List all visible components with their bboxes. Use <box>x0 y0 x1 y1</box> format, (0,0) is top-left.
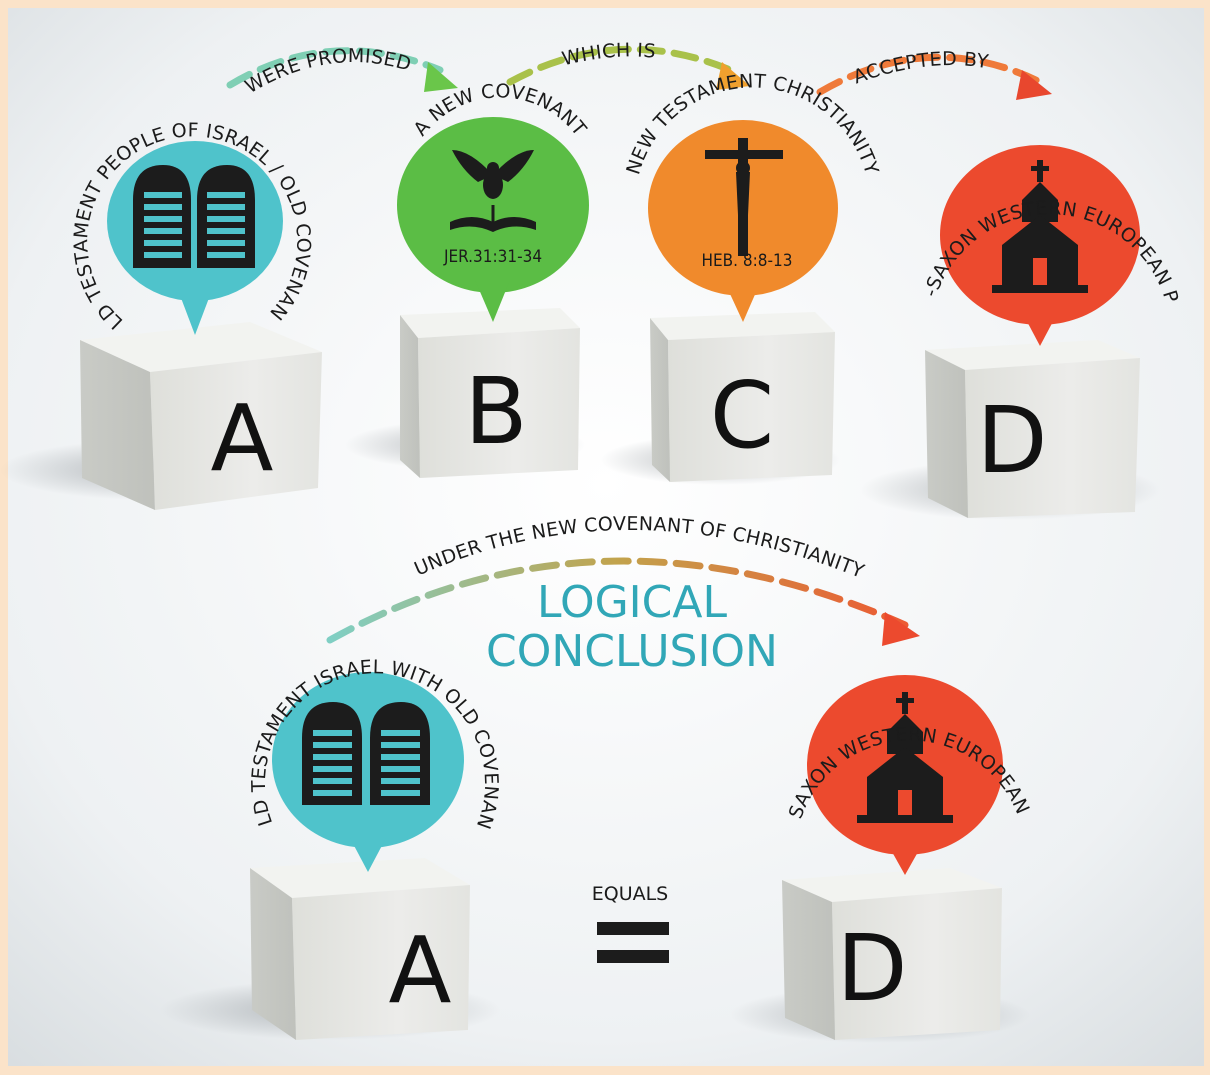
block-a-bottom: A <box>250 858 470 1040</box>
conclusion-title-line2: CONCLUSION <box>486 626 778 677</box>
connector-ab <box>226 47 444 89</box>
arrowhead <box>424 62 458 92</box>
equals-label: EQUALS <box>592 883 669 905</box>
stone-tablets-icon <box>133 165 255 268</box>
equals-sign-icon <box>597 922 669 963</box>
block-c-letter: C <box>710 362 774 469</box>
connector-arrows <box>226 45 1044 96</box>
conclusion-title-line1: LOGICAL <box>537 577 727 628</box>
conclusion-arc <box>326 557 909 644</box>
ref-b: JER.31:31-34 <box>443 247 542 267</box>
stone-tablets-icon <box>302 702 430 805</box>
ref-c: HEB. 8:8-13 <box>702 251 793 271</box>
block-a-bottom-letter: A <box>389 917 452 1024</box>
church-icon <box>992 160 1088 293</box>
block-b-top: B <box>400 308 580 478</box>
block-a-top: A <box>80 322 322 510</box>
block-d-bottom-letter: D <box>837 915 908 1022</box>
arrowhead <box>716 62 750 90</box>
block-d-bottom: D <box>782 868 1002 1040</box>
block-b-letter: B <box>464 358 527 465</box>
block-d-top: D <box>925 340 1140 518</box>
church-icon <box>857 692 953 823</box>
arrowhead <box>882 612 920 646</box>
crucifix-icon <box>705 138 783 256</box>
dove-bible-icon <box>450 150 536 232</box>
connector-bc <box>506 45 739 86</box>
block-d-letter: D <box>977 387 1048 494</box>
block-c-top: C <box>650 312 835 482</box>
connector-cd <box>816 53 1044 96</box>
block-a-letter: A <box>211 385 274 492</box>
arrowhead <box>1016 70 1052 100</box>
